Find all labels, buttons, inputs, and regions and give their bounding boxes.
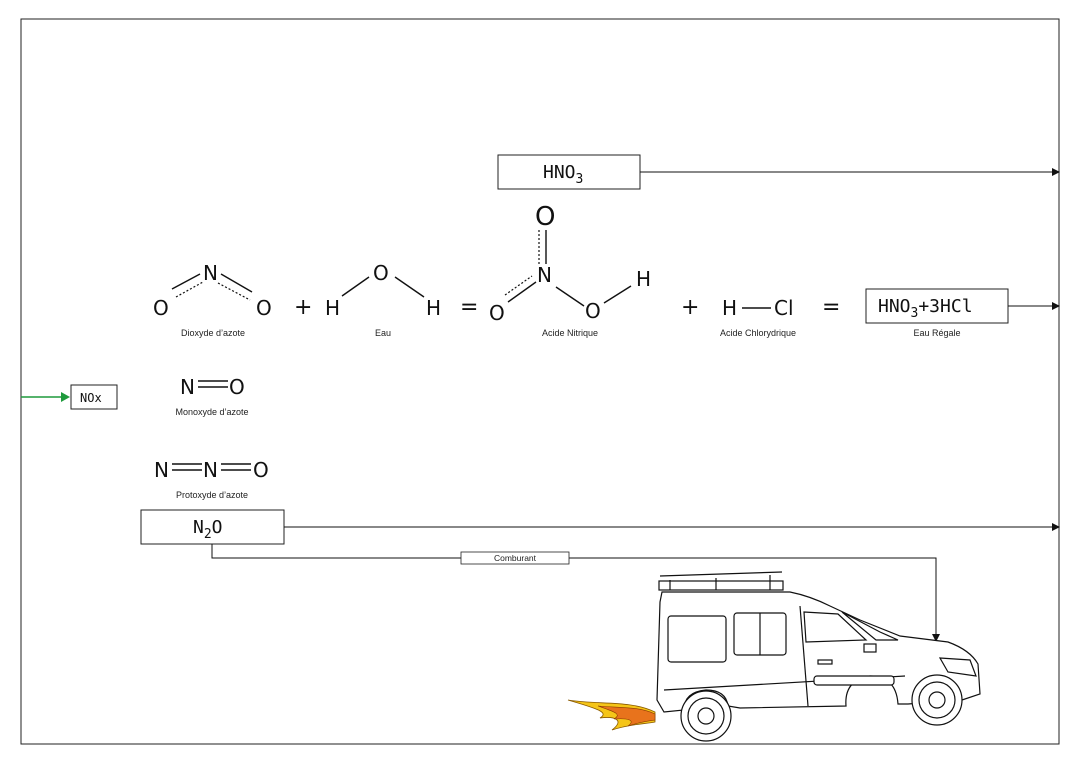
- comburant-arrowhead: [932, 634, 940, 642]
- svg-text:NOx: NOx: [80, 391, 102, 405]
- svg-text:H: H: [426, 296, 441, 320]
- acide-chlorydrique-molecule: H Cl: [722, 296, 794, 320]
- caption-acide-nitrique: Acide Nitrique: [542, 328, 598, 338]
- equals-2: =: [822, 295, 840, 320]
- svg-text:O: O: [489, 301, 505, 325]
- svg-text:N: N: [180, 375, 195, 399]
- svg-text:HNO3: HNO3: [543, 162, 583, 187]
- caption-monoxyde: Monoxyde d’azote: [175, 407, 248, 417]
- svg-text:N: N: [537, 263, 552, 287]
- svg-text:N2O: N2O: [193, 517, 223, 542]
- flame-icon: [567, 699, 656, 731]
- comburant-connector: [211, 544, 937, 636]
- nox-node: NOx: [70, 384, 118, 410]
- svg-text:O: O: [256, 296, 272, 320]
- n2o-node: N2O: [140, 509, 285, 545]
- svg-text:O: O: [229, 375, 245, 399]
- svg-text:HNO3+3HCl: HNO3+3HCl: [878, 296, 973, 321]
- plus-1: +: [294, 295, 312, 320]
- monoxyde-molecule: N O: [180, 375, 245, 399]
- svg-text:O: O: [153, 296, 169, 320]
- svg-text:N: N: [203, 458, 218, 482]
- acide-nitrique-molecule: O N O O H: [489, 202, 651, 325]
- eau-molecule: H O H: [325, 261, 441, 320]
- plus-2: +: [681, 295, 699, 320]
- caption-eau-regale: Eau Régale: [913, 328, 960, 338]
- svg-text:O: O: [535, 202, 555, 232]
- svg-text:O: O: [373, 261, 389, 285]
- svg-text:H: H: [722, 296, 737, 320]
- hno3-arrowhead: [1052, 168, 1060, 176]
- svg-text:H: H: [325, 296, 340, 320]
- page-frame: [20, 18, 1060, 745]
- svg-text:Cl: Cl: [774, 296, 794, 320]
- eau-regale-node: HNO3+3HCl: [865, 288, 1009, 324]
- protoxyde-molecule: N N O: [154, 458, 269, 482]
- dioxyde-molecule: N O O: [153, 261, 272, 320]
- svg-text:H: H: [636, 267, 651, 291]
- svg-text:N: N: [203, 261, 218, 285]
- hno3-label: HNO: [543, 162, 576, 183]
- svg-text:N: N: [154, 458, 169, 482]
- caption-protoxyde: Protoxyde d’azote: [176, 490, 248, 500]
- car-icon: [656, 571, 981, 742]
- caption-eau: Eau: [375, 328, 391, 338]
- svg-text:Comburant: Comburant: [494, 553, 537, 563]
- svg-text:O: O: [585, 299, 601, 323]
- n2o-arrowhead: [1052, 523, 1060, 531]
- comburant-label: Comburant: [460, 551, 570, 565]
- eau-regale-arrowhead: [1052, 302, 1060, 310]
- caption-dioxyde: Dioxyde d’azote: [181, 328, 245, 338]
- caption-acide-chlorydrique: Acide Chlorydrique: [720, 328, 796, 338]
- hno3-node: HNO3: [497, 154, 641, 190]
- svg-text:O: O: [253, 458, 269, 482]
- equals-1: =: [460, 295, 478, 320]
- nox-arrowhead: [61, 392, 70, 402]
